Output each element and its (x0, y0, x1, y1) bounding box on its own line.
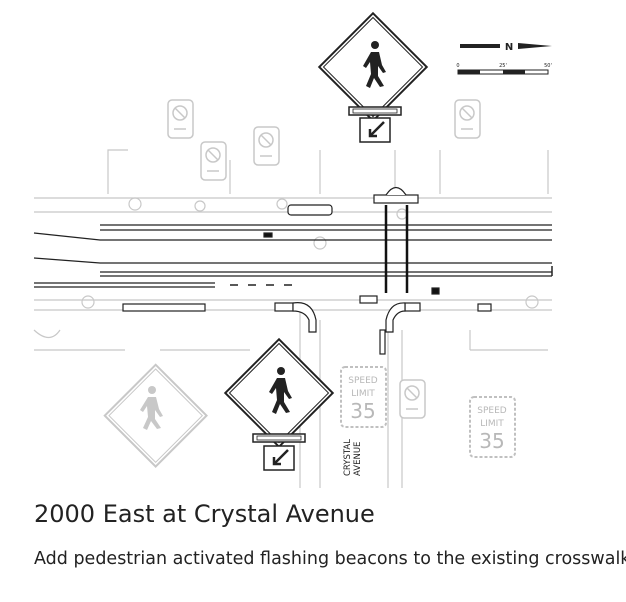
street-label-line2: AVENUE (353, 442, 363, 476)
scale-bar: 0 25' 50' (456, 63, 552, 75)
speed-limit-sign-1: SPEED LIMIT 35 (340, 366, 387, 428)
limit-label: LIMIT (480, 419, 504, 429)
pedestrian-sign-bottom (223, 337, 335, 471)
speed-label: SPEED (477, 406, 507, 416)
scale-label-50: 50' (544, 63, 552, 69)
scale-label-25: 25' (499, 63, 507, 69)
scale-label-0: 0 (456, 63, 459, 69)
page-title: 2000 East at Crystal Avenue (34, 500, 375, 528)
north-arrow-icon: N (460, 42, 552, 53)
pedestrian-sign-existing (103, 363, 208, 468)
speed-label: SPEED (348, 376, 378, 386)
page-description: Add pedestrian activated flashing beacon… (34, 549, 626, 569)
speed-value: 35 (479, 429, 504, 453)
limit-label: LIMIT (351, 389, 375, 399)
north-label: N (505, 42, 513, 53)
beacon-devices (122, 186, 492, 355)
roadway-lines (33, 224, 553, 288)
street-label-line1: CRYSTAL (343, 439, 353, 476)
pedestrian-sign-top (317, 11, 429, 143)
no-u-turn-signs (167, 99, 481, 419)
intersection-diagram: SPEED LIMIT 35 SPEED LIMIT 35 CRYSTAL AV… (33, 11, 553, 488)
speed-limit-sign-2: SPEED LIMIT 35 (469, 396, 516, 458)
crosswalk (384, 205, 409, 293)
speed-value: 35 (350, 399, 375, 423)
